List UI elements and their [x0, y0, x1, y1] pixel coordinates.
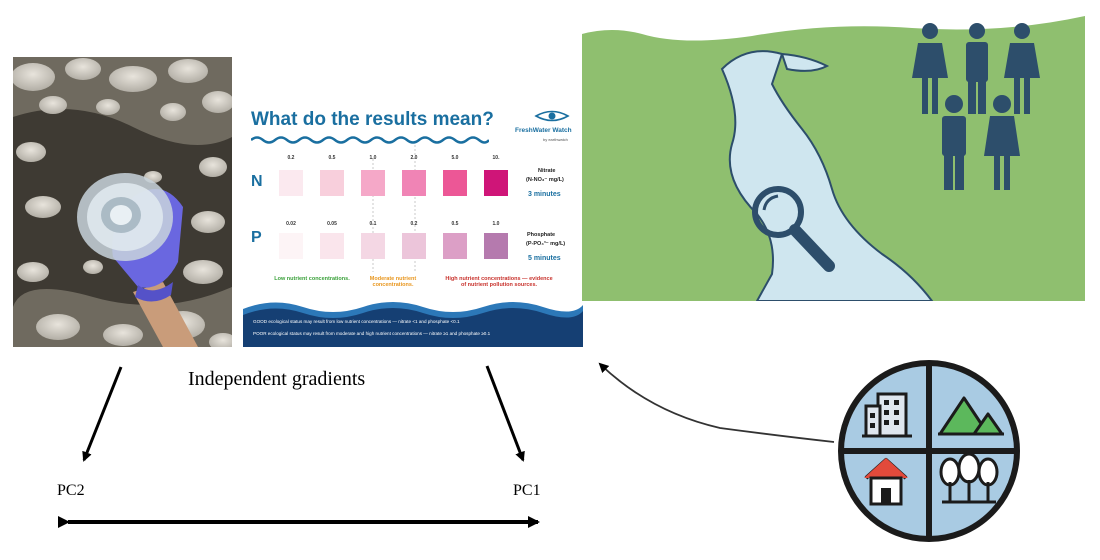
legend-high: High nutrient concentrations — evidence … — [445, 276, 553, 288]
nitrate-swatches — [279, 170, 508, 196]
phosphate-swatch — [279, 233, 303, 259]
river-landscape — [582, 14, 1085, 301]
land-use-icon — [838, 360, 1020, 542]
nitrate-conc: 1.0 — [369, 155, 377, 161]
pc2-label: PC2 — [57, 482, 85, 499]
phosphate-conc: 0.1 — [369, 221, 377, 227]
phosphate-conc: 0.2 — [410, 221, 418, 227]
phosphate-conc: 1.0 — [492, 221, 500, 227]
phosphate-unit: (P-PO₄³⁻ mg/L) — [526, 241, 566, 247]
nitrate-unit: (N-NO₃⁻ mg/L) — [526, 177, 564, 183]
brand-name: FreshWater Watch — [515, 127, 572, 134]
building-icon — [862, 392, 912, 438]
nitrate-conc: 0.2 — [287, 155, 295, 161]
phosphate-time: 5 minutes — [528, 255, 561, 262]
legend-low: Low nutrient concentrations. — [274, 276, 350, 282]
nitrate-swatch — [279, 170, 303, 196]
water-sample-photo — [13, 57, 232, 347]
people-icon — [912, 23, 1040, 190]
phosphate-conc: 0.02 — [286, 221, 296, 227]
phosphate-swatch — [361, 233, 385, 259]
nitrate-swatch — [484, 170, 508, 196]
house-icon — [864, 458, 908, 506]
footer-good: GOOD ecological status may result from l… — [253, 319, 460, 324]
pc1-label: PC1 — [513, 482, 541, 499]
nitrate-swatch — [443, 170, 467, 196]
nitrate-name: Nitrate — [538, 168, 556, 174]
nitrate-concentrations: 0.2 0.5 1.0 2.0 5.0 10. — [278, 155, 509, 161]
card-title: What do the results mean? — [251, 109, 494, 130]
results-card: What do the results mean? FreshWater Wat… — [243, 97, 583, 347]
phosphate-swatch — [320, 233, 344, 259]
footer-poor: POOR ecological status may result from m… — [253, 331, 491, 336]
independent-gradients-label: Independent gradients — [188, 368, 366, 390]
phosphate-swatch — [484, 233, 508, 259]
nitrate-swatch — [361, 170, 385, 196]
magnifier-icon — [752, 186, 835, 272]
phosphorus-letter: P — [251, 229, 262, 246]
nitrate-conc: 2.0 — [410, 155, 418, 161]
nitrate-time: 3 minutes — [528, 191, 561, 198]
nitrate-conc: 5.0 — [451, 155, 459, 161]
phosphate-concentrations: 0.02 0.05 0.1 0.2 0.5 1.0 — [278, 221, 509, 227]
river — [720, 50, 934, 301]
phosphate-conc: 0.05 — [327, 221, 337, 227]
phosphate-swatches — [279, 233, 508, 259]
arrow-to-pc2 — [82, 366, 123, 462]
nitrogen-letter: N — [251, 173, 263, 190]
mountain-icon — [938, 396, 1004, 436]
phosphate-name: Phosphate — [527, 232, 556, 238]
phosphate-swatch — [443, 233, 467, 259]
arrow-landuse-to-river — [598, 362, 835, 443]
legend-moderate: Moderate nutrient concentrations. — [369, 276, 417, 288]
nitrate-swatch — [402, 170, 426, 196]
brand-sub: by earthwatch — [543, 137, 568, 142]
eye-logo-icon — [534, 110, 570, 122]
trees-icon — [939, 452, 999, 504]
nitrate-conc: 10. — [492, 155, 500, 161]
title-wave — [251, 136, 489, 144]
nitrate-swatch — [320, 170, 344, 196]
phosphate-swatch — [402, 233, 426, 259]
phosphate-conc: 0.5 — [451, 221, 459, 227]
nitrate-conc: 0.5 — [328, 155, 336, 161]
footer-wave — [243, 302, 583, 347]
arrow-to-pc1 — [485, 365, 525, 462]
